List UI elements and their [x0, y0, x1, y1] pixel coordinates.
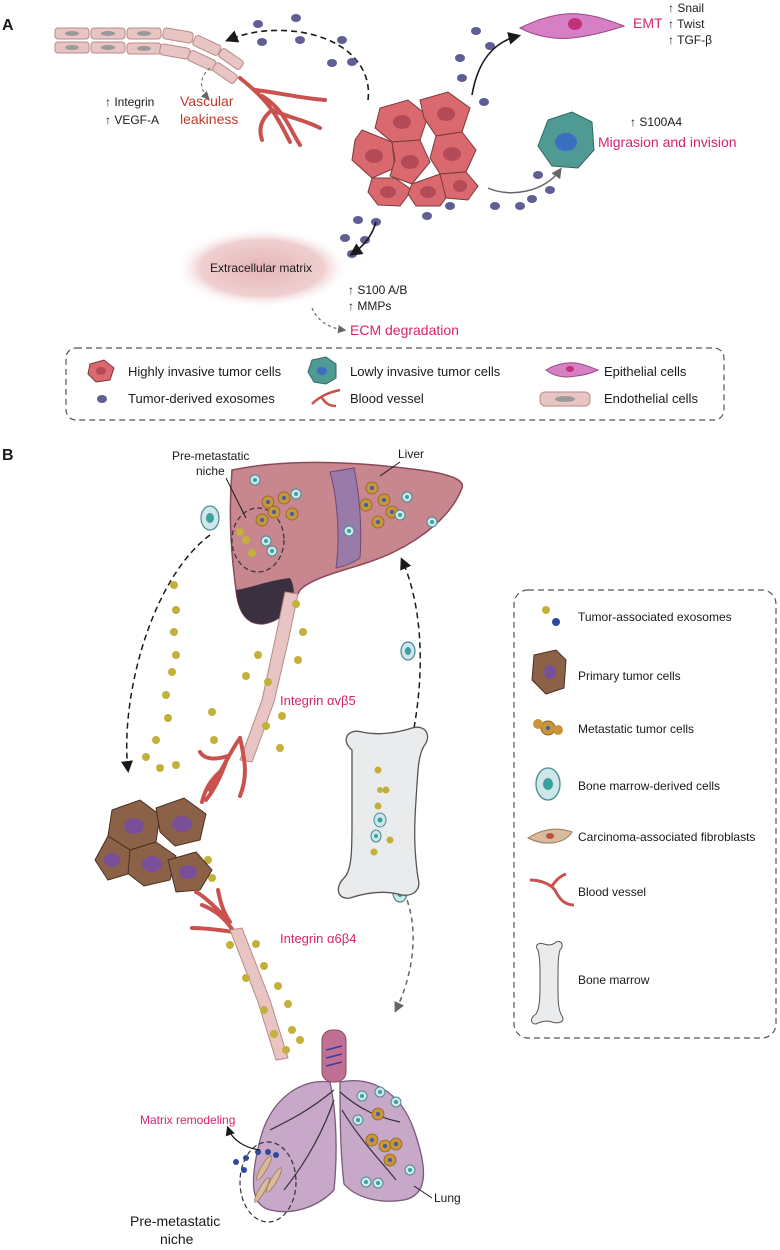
svg-text:↑ Snail: ↑ Snail	[668, 1, 704, 15]
svg-text:↑ MMPs: ↑ MMPs	[348, 299, 391, 313]
endothelial-chain	[54, 27, 244, 84]
arrow-to-migration	[487, 167, 562, 194]
matrix-remodeling-label: Matrix remodeling	[140, 1113, 235, 1127]
bone-marrow	[337, 726, 429, 899]
legend-b-icons	[527, 606, 575, 1025]
ecm-degradation-arrow	[311, 307, 347, 334]
epithelial-cell	[518, 13, 626, 39]
migration-marker: ↑ S100A4	[630, 115, 682, 129]
blood-vessel-b-top	[198, 736, 247, 804]
legend-a-labels: Highly invasive tumor cells Lowly invasi…	[128, 364, 698, 406]
vascular-arrow-down	[200, 67, 211, 100]
pre-niche-top-line2: niche	[196, 464, 225, 478]
legend-a-icons	[87, 356, 600, 408]
svg-text:Carcinoma-associated fibroblas: Carcinoma-associated fibroblasts	[578, 830, 755, 844]
pre-niche-top-circle	[231, 507, 285, 573]
svg-text:Bone marrow: Bone marrow	[578, 973, 650, 987]
arrow-to-emt	[471, 32, 522, 96]
svg-text:Tumor-derived exosomes: Tumor-derived exosomes	[128, 391, 275, 406]
ecm-label: Extracellular matrix	[210, 261, 312, 275]
legend-b-labels: Tumor-associated exosomes Primary tumor …	[578, 610, 755, 987]
migration-title: Migrasion and invision	[598, 134, 737, 150]
emt-title: EMT	[633, 15, 663, 31]
svg-text:↑ S100 A/B: ↑ S100 A/B	[348, 283, 407, 297]
lowly-invasive-cell	[537, 111, 595, 169]
extracellular-matrix-shape	[174, 228, 350, 308]
lung-fibroblasts	[254, 1155, 282, 1203]
pre-niche-top-pointer	[225, 477, 247, 519]
panel-a-letter: A	[2, 17, 14, 34]
pre-niche-bottom-line1: Pre-metastatic	[130, 1213, 220, 1229]
pre-niche-bottom-circle	[239, 1141, 297, 1223]
liver-pointer	[379, 461, 401, 477]
lung-exosomes-blue	[233, 1149, 279, 1173]
lung-pointer	[413, 1185, 433, 1199]
primary-tumor-cluster	[94, 797, 213, 893]
svg-text:Bone marrow-derived cells: Bone marrow-derived cells	[578, 779, 720, 793]
pre-niche-bottom-line2: niche	[160, 1231, 194, 1247]
liver-metastatic-nuclei	[260, 486, 394, 524]
svg-text:Blood vessel: Blood vessel	[350, 391, 424, 406]
svg-text:Epithelial cells: Epithelial cells	[604, 364, 687, 379]
svg-text:↑ Twist: ↑ Twist	[668, 17, 705, 31]
arrow-liver-to-tumor	[121, 534, 211, 773]
arrow-to-ecm	[349, 221, 377, 256]
arrow-to-vessel	[225, 29, 370, 101]
svg-text:↑ Integrin: ↑ Integrin	[105, 95, 154, 109]
svg-text:Primary tumor cells: Primary tumor cells	[578, 669, 681, 683]
arrow-bone-to-lung	[387, 869, 414, 1013]
lung-bmdc	[352, 1086, 416, 1189]
liver-label: Liver	[398, 447, 424, 461]
endothelial-strip-top	[239, 591, 299, 763]
ecm-markers: ↑ S100 A/B ↑ MMPs	[348, 283, 407, 313]
svg-text:Metastatic tumor cells: Metastatic tumor cells	[578, 722, 694, 736]
integrin-bottom-label: Integrin α6β4	[280, 931, 356, 946]
tumor-cluster-a	[351, 91, 479, 207]
lung-label: Lung	[434, 1191, 461, 1205]
svg-text:Tumor-associated exosomes: Tumor-associated exosomes	[578, 610, 732, 624]
exosomes-a	[253, 14, 555, 258]
matrix-arrow	[225, 1125, 261, 1151]
pre-niche-top-line1: Pre-metastatic	[172, 449, 249, 463]
svg-text:Endothelial cells: Endothelial cells	[604, 391, 698, 406]
vascular-title-line2: leakiness	[180, 111, 238, 127]
vascular-title-line1: Vascular	[180, 93, 234, 109]
liver-exosomes	[236, 528, 256, 557]
svg-text:Blood vessel: Blood vessel	[578, 885, 646, 899]
arrow-bone-to-liver	[400, 557, 421, 729]
legend-b-box	[513, 589, 777, 1039]
blood-vessel-b-bottom	[190, 888, 236, 934]
svg-text:↑ TGF-β: ↑ TGF-β	[668, 33, 712, 47]
liver-organ	[229, 461, 464, 625]
legend-a-box	[65, 347, 725, 421]
svg-text:Highly invasive tumor cells: Highly invasive tumor cells	[128, 364, 282, 379]
ecm-title: ECM degradation	[350, 322, 459, 338]
integrin-top-label: Integrin αvβ5	[280, 693, 356, 708]
blood-vessel-a	[238, 76, 327, 147]
svg-text:Lowly invasive tumor cells: Lowly invasive tumor cells	[350, 364, 501, 379]
exosomes-b-top	[142, 581, 307, 882]
liver-bmdc	[249, 474, 438, 557]
svg-text:↑ VEGF-A: ↑ VEGF-A	[105, 113, 159, 127]
endothelial-strip-bottom	[229, 927, 289, 1061]
panel-b-letter: B	[2, 447, 14, 464]
exosomes-b-bottom	[226, 940, 304, 1054]
lung-metastatic-cells	[365, 1107, 403, 1167]
vascular-markers: ↑ Integrin ↑ VEGF-A	[105, 95, 159, 127]
emt-markers: ↑ Snail ↑ Twist ↑ TGF-β	[668, 1, 712, 47]
